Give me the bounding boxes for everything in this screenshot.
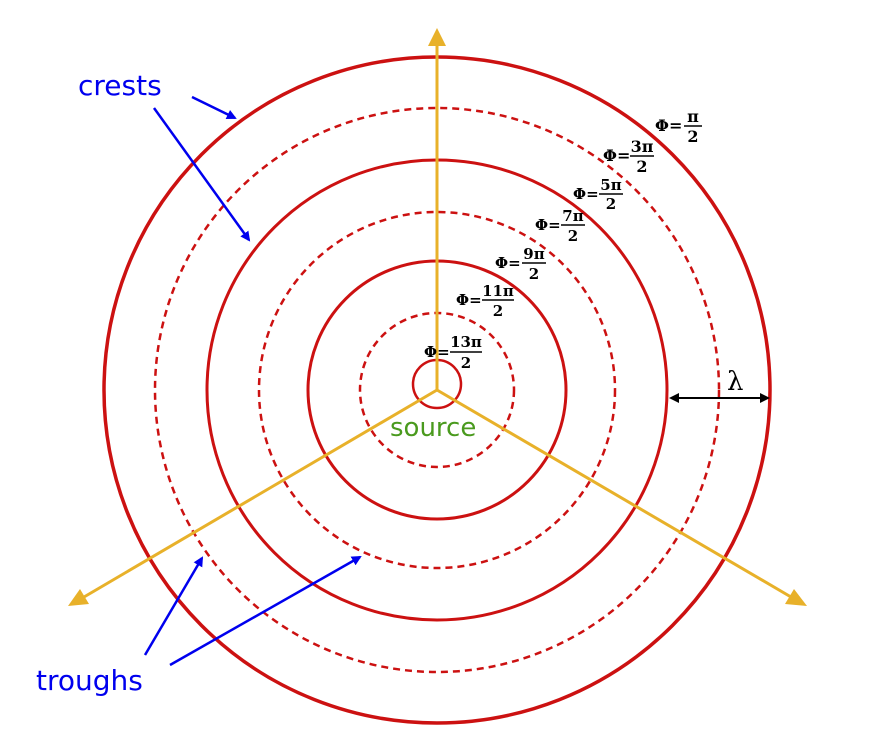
phase-label-7: Φ= 13π 2 [424, 333, 482, 372]
troughs-arrow-outer [143, 556, 204, 656]
ray-left [83, 388, 438, 599]
ray-left-arrowhead [68, 589, 89, 606]
phase-phi: Φ= [456, 291, 482, 309]
trough-ring-2 [257, 210, 617, 570]
trough-ring-1 [153, 106, 721, 674]
phase-numerator: 13π [450, 333, 482, 351]
phase-label-2: Φ= 3π 2 [603, 137, 654, 176]
phase-label-1: Φ= π 2 [655, 107, 702, 146]
crests-arrow-inner [152, 107, 251, 242]
phase-denominator: 2 [687, 127, 698, 146]
phase-numerator: π [687, 107, 699, 126]
ray-right-arrowhead [785, 589, 807, 606]
wavelength-label: λ [727, 367, 743, 397]
phase-numerator: 11π [482, 282, 514, 300]
ray-up-arrowhead [428, 28, 446, 46]
source-label: source [390, 413, 476, 443]
phase-phi: Φ= [655, 116, 682, 135]
phase-denominator: 2 [493, 302, 503, 320]
phase-numerator: 9π [523, 245, 544, 263]
phase-numerator: 7π [562, 207, 583, 225]
troughs-label: troughs [36, 664, 143, 697]
phase-phi: Φ= [424, 343, 450, 361]
crests-label: crests [78, 69, 162, 102]
phase-phi: Φ= [573, 185, 599, 203]
rays [68, 28, 807, 606]
phase-label-3: Φ= 5π 2 [573, 176, 623, 213]
phase-label-4: Φ= 7π 2 [535, 207, 585, 245]
phase-denominator: 2 [606, 195, 616, 213]
phase-phi: Φ= [603, 146, 630, 165]
phase-labels: Φ= π 2 Φ= 3π 2 Φ= 5π 2 Φ= 7π 2 Φ= 9π 2 [424, 107, 702, 372]
phase-denominator: 2 [568, 227, 578, 245]
phase-denominator: 2 [636, 157, 647, 176]
phase-label-6: Φ= 11π 2 [456, 282, 514, 320]
phase-phi: Φ= [535, 216, 561, 234]
troughs-arrow-inner [169, 555, 362, 667]
phase-denominator: 2 [461, 354, 471, 372]
phase-phi: Φ= [495, 254, 521, 272]
crests-arrow-outer [191, 95, 237, 120]
phase-numerator: 5π [600, 176, 621, 194]
phase-label-5: Φ= 9π 2 [495, 245, 546, 283]
phase-denominator: 2 [529, 265, 539, 283]
ray-right [436, 388, 792, 599]
phase-numerator: 3π [631, 137, 654, 156]
